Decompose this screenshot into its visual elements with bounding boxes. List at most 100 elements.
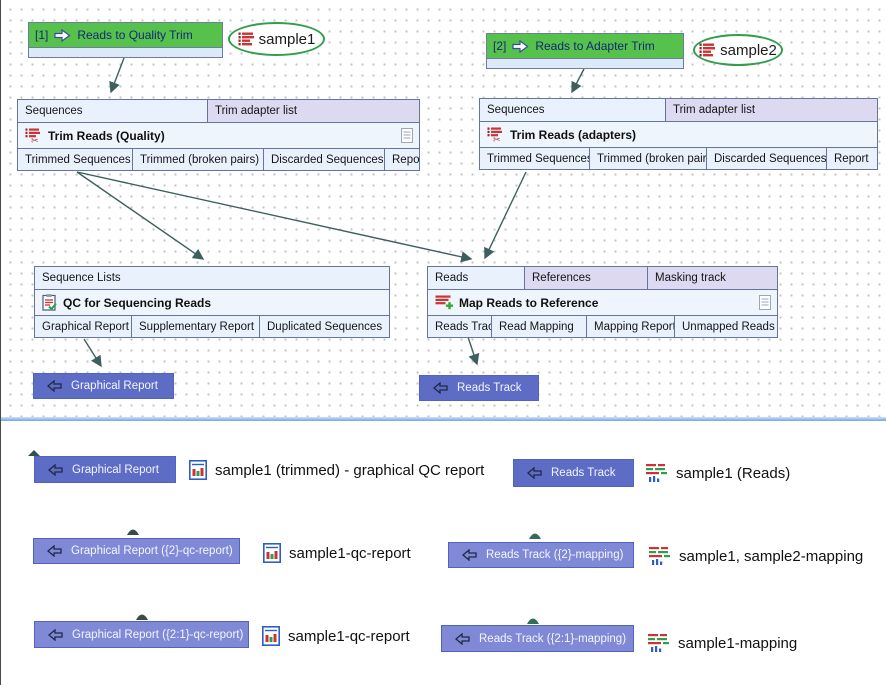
output-port[interactable]: Duplicated Sequences [260,316,389,337]
graphical-report-icon [262,626,280,646]
output-port[interactable]: Graphical Report [35,316,132,337]
result-file-item[interactable]: sample1-qc-report [262,626,410,646]
input-port-reads[interactable]: Reads [428,267,525,289]
result-button-label: Graphical Report ({2:1}-qc-report) [72,628,244,641]
output-port[interactable]: Discarded Sequences [707,148,827,169]
arrow-tip-artifact [28,450,40,456]
output-port[interactable]: Mapping Report [587,316,675,337]
node-title: QC for Sequencing Reads [63,295,212,310]
sequence-list-icon [699,43,716,57]
result-file-label: sample1, sample2-mapping [679,547,864,565]
result-button-reads-track-1[interactable]: Reads Track [513,459,634,487]
output-label: Reads Track [457,382,522,394]
output-arrow-icon [48,463,63,476]
result-button-label: Reads Track [551,467,616,479]
output-port[interactable]: Discarded Sequences [264,149,385,170]
node-title: Map Reads to Reference [459,295,599,310]
arrow-tip-artifact [136,614,148,620]
input-index: [1] [35,28,49,42]
output-port[interactable]: Trimmed Sequences [18,149,133,170]
node-qc-for-sequencing-reads[interactable]: Sequence Lists QC for Sequencing Reads G… [34,266,390,338]
graphical-report-icon [263,543,281,563]
output-port[interactable]: Read Mapping [492,316,587,337]
output-arrow-icon [527,467,542,479]
result-button-reads-track-3[interactable]: Reads Track ({2:1}-mapping) [441,625,634,652]
reads-track-icon [648,546,671,566]
trim-icon: ✂ [487,127,504,143]
output-port[interactable]: Trimmed (broken pairs) [133,149,264,170]
output-port[interactable]: Supplementary Report [132,316,260,337]
input-port-sequences[interactable]: Sequences [18,100,208,122]
result-file-label: sample1 (trimmed) - graphical QC report [215,461,485,479]
svg-text:✂: ✂ [31,136,39,144]
output-arrow-icon [462,549,477,561]
output-port[interactable]: Trimmed Sequences [480,148,590,169]
input-port-masking-track[interactable]: Masking track [648,267,777,289]
arrow-tip-artifact [127,529,139,535]
result-file-item[interactable]: sample1 (Reads) [645,463,790,483]
document-icon [401,128,413,143]
workflow-output-reads-track[interactable]: Reads Track [419,375,539,401]
result-file-item[interactable]: sample1, sample2-mapping [648,546,863,566]
input-port-references[interactable]: References [525,267,648,289]
result-file-label: sample1-qc-report [289,544,411,562]
workflow-input-label: Reads to Quality Trim [77,28,193,42]
output-port[interactable]: Reads Track [428,316,492,337]
result-button-graphical-report-3[interactable]: Graphical Report ({2:1}-qc-report) [34,621,249,648]
result-button-label: Reads Track ({2:1}-mapping) [479,632,627,645]
sample-oval-2[interactable]: sample2 [693,34,783,66]
workflow-input-label: Reads to Adapter Trim [535,39,655,53]
document-icon [759,295,771,310]
sample-label: sample1 [258,30,316,48]
result-file-item[interactable]: sample1-qc-report [263,543,411,563]
result-button-graphical-report-1[interactable]: Graphical Report [34,456,176,483]
input-port-trim-adapter-list[interactable]: Trim adapter list [208,100,419,122]
workflow-input-box-1[interactable]: [1] Reads to Quality Trim [28,22,223,48]
reads-track-icon [645,463,668,483]
result-button-reads-track-2[interactable]: Reads Track ({2}-mapping) [448,542,634,568]
result-file-label: sample1 (Reads) [676,464,791,482]
output-arrow-icon [48,628,63,641]
result-file-label: sample1-mapping [678,634,798,652]
node-trim-reads-adapters[interactable]: Sequences Trim adapter list ✂ Trim Reads… [479,98,878,170]
graphical-report-icon [189,460,207,480]
workflow-canvas[interactable]: [1] Reads to Quality Trim [1,0,886,417]
arrow-tip-artifact [527,618,539,624]
input-port-sequences[interactable]: Sequences [480,99,666,121]
input-port-sequence-lists[interactable]: Sequence Lists [35,267,389,289]
output-arrow-icon [47,380,62,392]
node-title: Trim Reads (Quality) [48,128,165,143]
node-trim-reads-quality[interactable]: Sequences Trim adapter list ✂ Trim Reads… [17,99,420,171]
sequence-list-icon [238,32,254,46]
output-port[interactable]: Report [385,149,419,170]
reads-track-icon [647,633,670,653]
workflow-input-arrow-icon [54,28,71,42]
workflow-input-arrow-icon [512,39,529,53]
result-file-label: sample1-qc-report [288,627,410,645]
result-file-item[interactable]: sample1 (trimmed) - graphical QC report [189,460,484,480]
node-title: Trim Reads (adapters) [510,127,637,142]
result-button-label: Reads Track ({2}-mapping) [486,549,624,561]
panel-divider [1,417,886,421]
result-button-graphical-report-2[interactable]: Graphical Report ({2}-qc-report) [33,538,240,564]
arrow-tip-artifact [529,533,541,539]
input-port-trim-adapter-list[interactable]: Trim adapter list [666,99,877,121]
trim-icon: ✂ [25,128,42,144]
workflow-input-port-strip [28,48,223,58]
output-port[interactable]: Unmapped Reads [675,316,777,337]
result-file-item[interactable]: sample1-mapping [647,633,797,653]
output-port[interactable]: Trimmed (broken pairs) [590,148,707,169]
output-arrow-icon [47,545,62,557]
results-panel: Graphical Report sample1 (trimmed) - gra… [1,421,886,685]
result-button-label: Graphical Report [72,463,159,476]
svg-text:✂: ✂ [493,135,501,143]
qc-clipboard-icon [42,294,57,311]
workflow-input-port-strip [486,59,684,69]
map-reads-icon [435,295,453,310]
output-port[interactable]: Report [827,148,877,169]
workflow-input-box-2[interactable]: [2] Reads to Adapter Trim [486,33,684,59]
workflow-output-graphical-report[interactable]: Graphical Report [33,373,174,399]
sample-oval-1[interactable]: sample1 [228,22,325,56]
node-map-reads-to-reference[interactable]: Reads References Masking track Map Reads… [427,266,778,338]
